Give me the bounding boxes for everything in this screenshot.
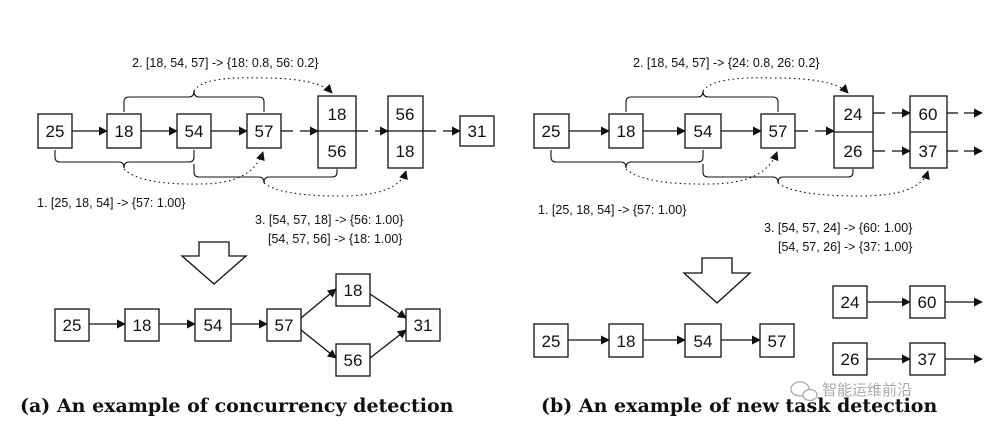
- a-top-node-54: 54: [176, 113, 212, 149]
- node-label: 56: [396, 105, 415, 124]
- node-label: 60: [919, 105, 938, 124]
- node-label: 25: [542, 332, 561, 351]
- node-label: 18: [328, 105, 347, 124]
- panel-a: 25 18 54 57 18 56 56 18 31: [20, 56, 495, 417]
- b-split-box-1: 24 26: [833, 95, 874, 169]
- node-label: 18: [133, 316, 152, 335]
- node-label: 57: [769, 122, 788, 141]
- b-task1-node-60: 60: [909, 285, 946, 319]
- node-label: 31: [468, 122, 487, 141]
- a-bottom-join-31: 31: [405, 308, 441, 342]
- node-label: 25: [46, 122, 65, 141]
- a-dotted-link-rule2: [193, 77, 333, 94]
- node-label: 54: [694, 332, 713, 351]
- node-label: 24: [841, 293, 860, 312]
- a-bottom-node-18: 18: [124, 308, 160, 342]
- a-bottom-branch-56: 56: [335, 343, 371, 377]
- b-top-node-54: 54: [684, 113, 722, 149]
- b-rule-3b: [54, 57, 26] -> {37: 1.00}: [778, 240, 913, 254]
- node-label: 54: [185, 122, 204, 141]
- a-split-box-2: 56 18: [387, 95, 424, 169]
- b-split-box-2: 60 37: [909, 95, 948, 169]
- b-task2-node-37: 37: [909, 342, 946, 376]
- node-label: 24: [844, 105, 863, 124]
- node-label: 37: [918, 350, 937, 369]
- node-label: 54: [694, 122, 713, 141]
- b-rule-2: 2. [18, 54, 57] -> {24: 0.8, 26: 0.2}: [633, 56, 820, 70]
- node-label: 18: [617, 122, 636, 141]
- a-split-box-1: 18 56: [317, 95, 357, 169]
- b-top-node-18: 18: [608, 113, 644, 149]
- node-label: 25: [63, 316, 82, 335]
- b-dotted-link-rule2: [702, 77, 849, 94]
- b-top-node-25: 25: [533, 113, 570, 149]
- node-label: 26: [844, 142, 863, 161]
- wechat-icon: [790, 381, 818, 402]
- a-bottom-node-54: 54: [194, 308, 232, 342]
- panel-b: 25 18 54 57 24 26 60 37: [533, 56, 983, 417]
- a-bottom-node-57: 57: [266, 308, 302, 342]
- a-dotted-link-rule3: [263, 170, 408, 197]
- node-label: 56: [328, 142, 347, 161]
- b-task2-node-26: 26: [832, 342, 868, 376]
- watermark-text: 智能运维前沿: [822, 381, 912, 399]
- node-label: 37: [919, 142, 938, 161]
- a-rule-3a: 3. [54, 57, 18] -> {56: 1.00}: [255, 213, 403, 227]
- node-label: 56: [344, 351, 363, 370]
- a-rule-3b: [54, 57, 56] -> {18: 1.00}: [268, 232, 403, 246]
- a-caption: (a) An example of concurrency detection: [20, 395, 454, 417]
- b-bottom-node-25: 25: [533, 323, 569, 358]
- node-label: 18: [396, 142, 415, 161]
- a-bottom-node-25: 25: [54, 308, 90, 342]
- a-rule-1: 1. [25, 18, 54] -> {57: 1.00}: [37, 196, 185, 210]
- b-transform-arrow: [682, 257, 752, 304]
- node-label: 25: [542, 122, 561, 141]
- node-label: 18: [115, 122, 134, 141]
- b-top-node-57: 57: [760, 113, 796, 149]
- a-top-node-31: 31: [459, 115, 495, 147]
- b-bottom-node-18: 18: [608, 323, 644, 358]
- node-label: 18: [617, 332, 636, 351]
- b-caption: (b) An example of new task detection: [541, 395, 937, 417]
- node-label: 57: [255, 122, 274, 141]
- node-label: 60: [918, 293, 937, 312]
- b-task1-node-24: 24: [832, 285, 868, 319]
- b-bottom-node-54: 54: [684, 323, 722, 358]
- a-top-node-57: 57: [246, 113, 282, 149]
- a-brace-lower-2: [193, 164, 338, 184]
- node-label: 18: [344, 281, 363, 300]
- a-rule-2: 2. [18, 54, 57] -> {18: 0.8, 56: 0.2}: [132, 56, 319, 70]
- a-top-node-25: 25: [37, 113, 73, 149]
- watermark: 智能运维前沿: [790, 381, 912, 402]
- node-label: 57: [275, 316, 294, 335]
- b-brace-lower-2: [702, 164, 854, 184]
- b-rule-3a: 3. [54, 57, 24] -> {60: 1.00}: [764, 221, 912, 235]
- a-brace-lower-1: [54, 150, 195, 169]
- b-rule-1: 1. [25, 18, 54] -> {57: 1.00}: [538, 203, 686, 217]
- a-transform-arrow: [180, 241, 248, 285]
- a-brace-upper: [123, 90, 265, 112]
- node-label: 31: [414, 316, 433, 335]
- node-label: 54: [204, 316, 223, 335]
- node-label: 26: [841, 350, 860, 369]
- b-bottom-node-57: 57: [759, 323, 795, 358]
- b-dotted-link-rule1: [625, 151, 779, 185]
- node-label: 57: [768, 332, 787, 351]
- a-bottom-branch-18: 18: [335, 273, 371, 307]
- a-top-node-18: 18: [106, 113, 142, 149]
- b-brace-upper: [625, 90, 779, 112]
- b-brace-lower-1: [550, 150, 704, 169]
